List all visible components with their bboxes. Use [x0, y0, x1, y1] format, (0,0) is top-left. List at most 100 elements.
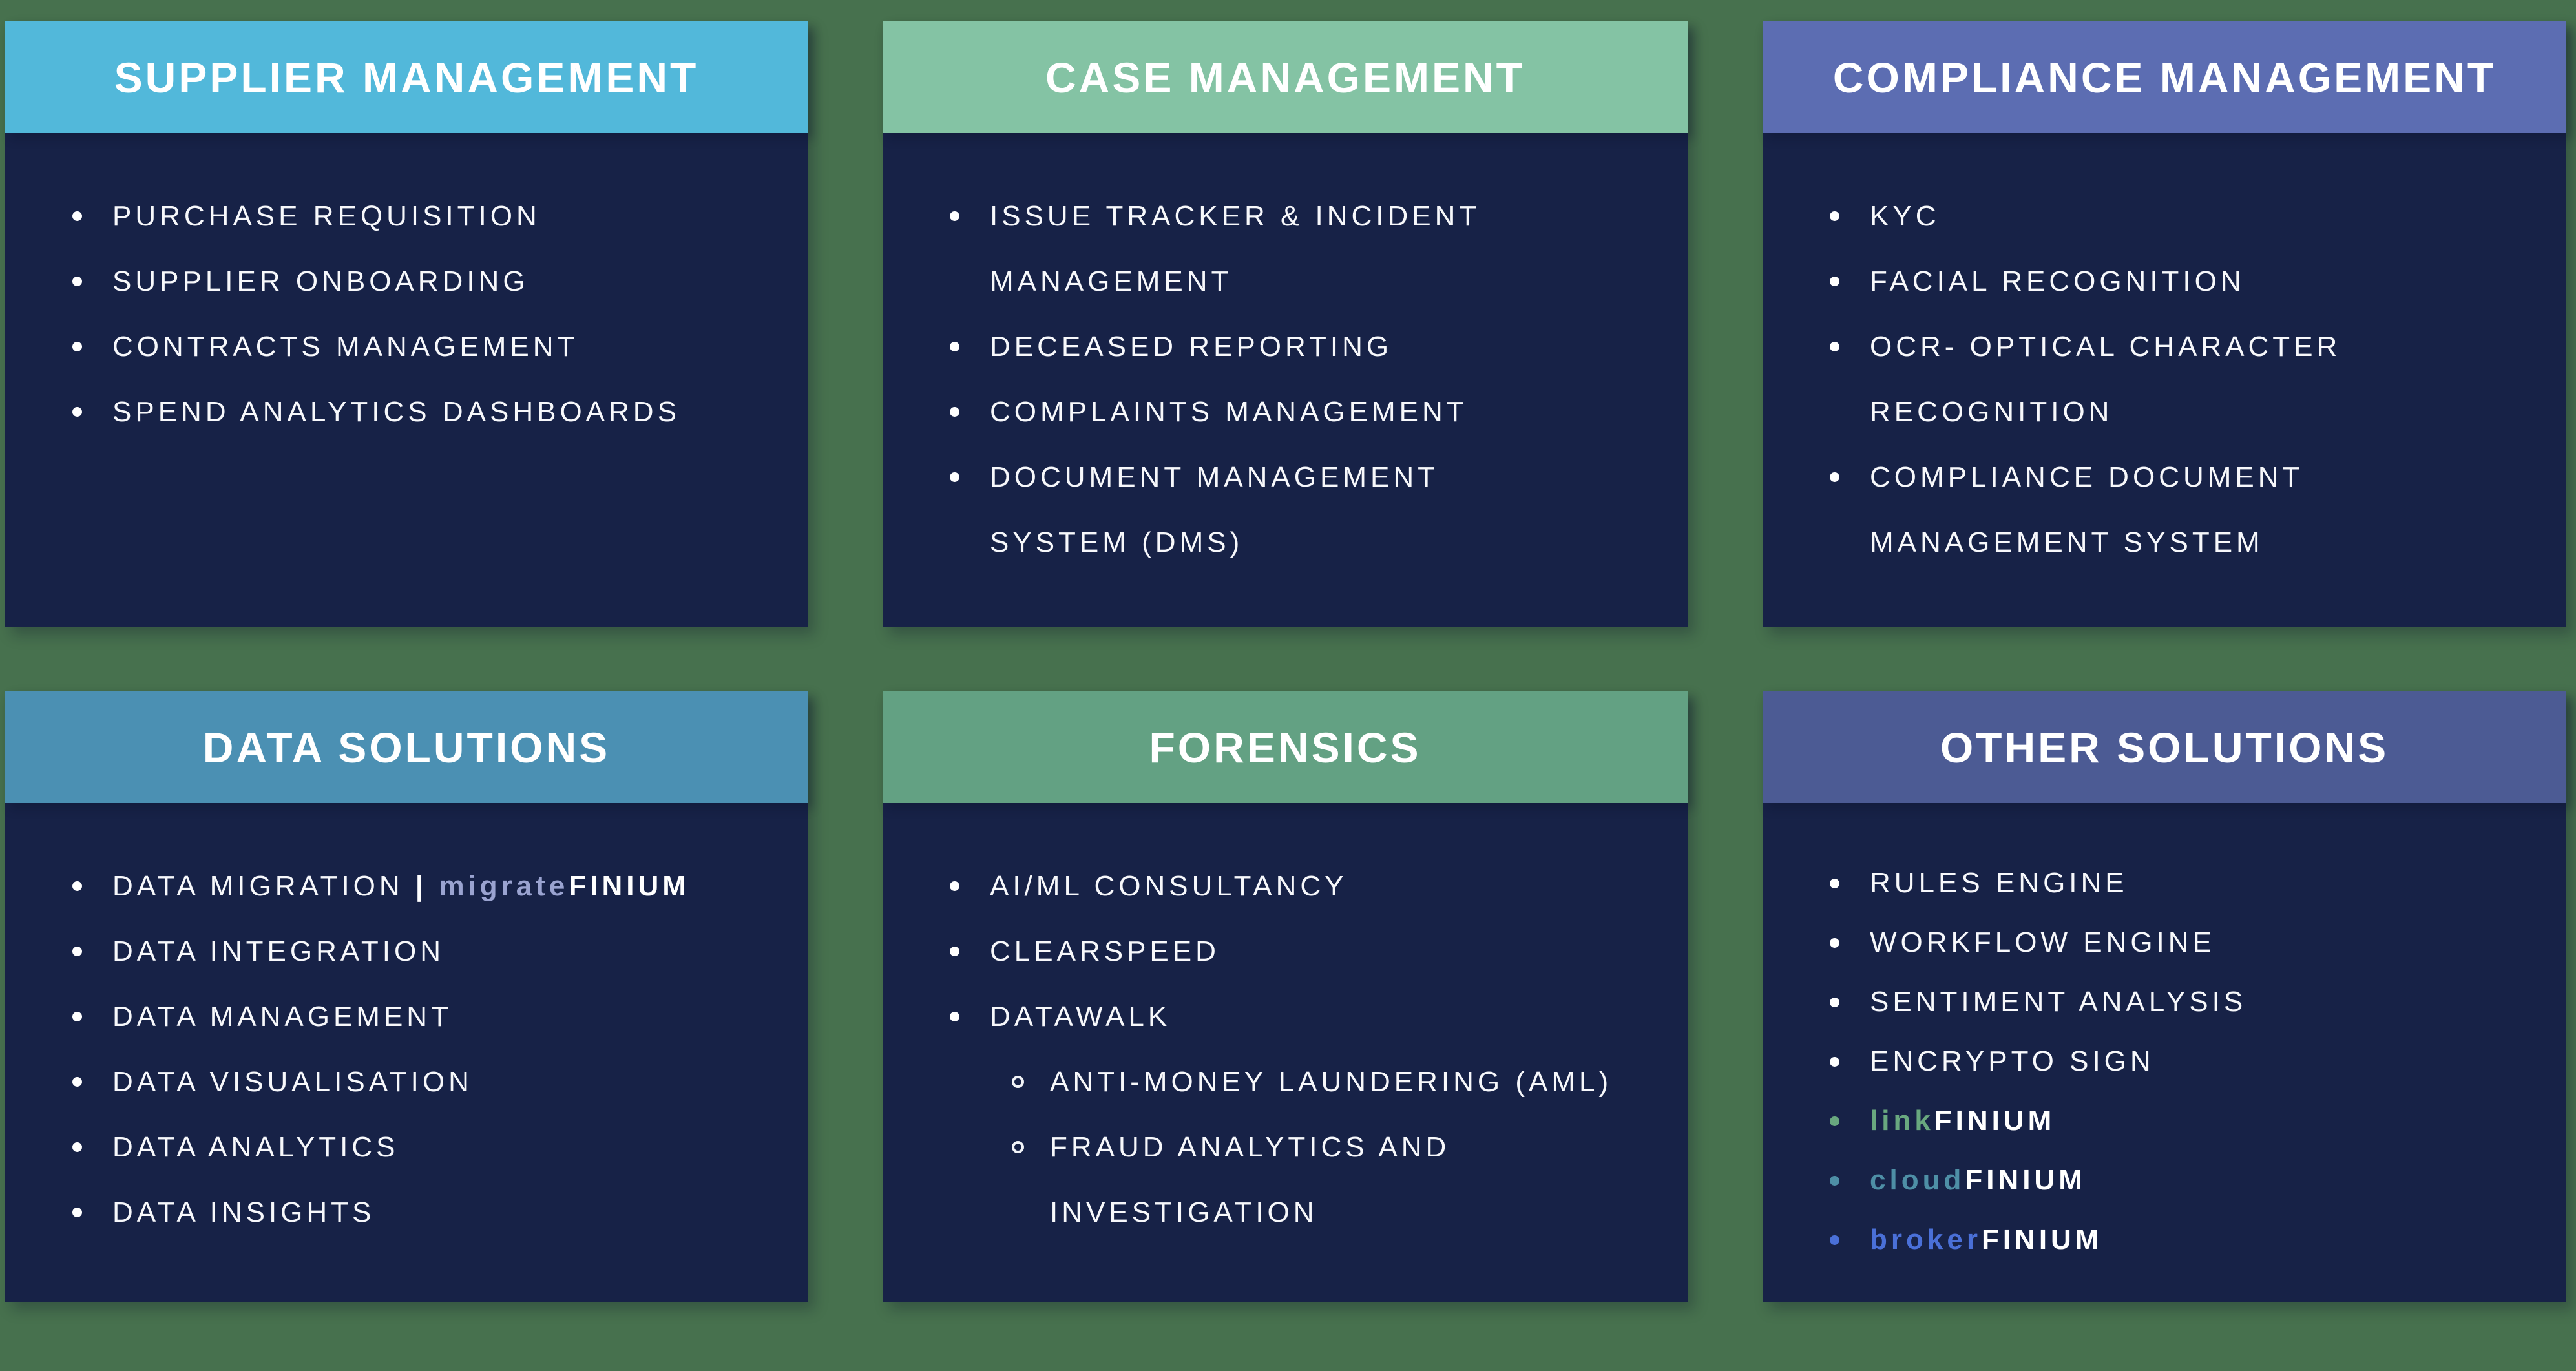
- card-header: CASE MANAGEMENT: [883, 21, 1688, 133]
- card-forensics: FORENSICS AI/ML CONSULTANCY CLEARSPEED DAT…: [883, 691, 1688, 1302]
- card-body: RULES ENGINE WORKFLOW ENGINE SENTIMENT ANA…: [1763, 803, 2566, 1302]
- list-item-text: DECEASED REPORTING: [990, 331, 1393, 362]
- bullet-icon: [72, 407, 82, 417]
- text-segment: FINIUM: [1934, 1105, 2056, 1136]
- bullet-icon: [950, 472, 959, 482]
- bullet-icon: [950, 1012, 959, 1021]
- list-item: DATAWALK: [950, 984, 1664, 1049]
- card-body: PURCHASE REQUISITION SUPPLIER ONBOARDING C…: [5, 133, 808, 627]
- list-item-text: cloudFINIUM: [1870, 1151, 2543, 1210]
- bullet-icon: [72, 1077, 82, 1087]
- list-item-text: ISSUE TRACKER & INCIDENT MANAGEMENT: [990, 200, 1481, 297]
- list-item-text: DATA MANAGEMENT: [112, 1001, 452, 1032]
- list-item: SENTIMENT ANALYSIS: [1830, 972, 2543, 1032]
- list-item: CONTRACTS MANAGEMENT: [72, 314, 784, 379]
- list-item-text: COMPLIANCE DOCUMENT MANAGEMENT SYSTEM: [1870, 461, 2304, 558]
- text-segment: cloud: [1870, 1164, 1965, 1196]
- list-item: WORKFLOW ENGINE: [1830, 913, 2543, 972]
- card-header: SUPPLIER MANAGEMENT: [5, 21, 808, 133]
- card-title: SUPPLIER MANAGEMENT: [114, 53, 699, 101]
- bullet-icon: [950, 407, 959, 417]
- list-item-text: DATA ANALYTICS: [112, 1131, 399, 1163]
- list-item: COMPLAINTS MANAGEMENT: [950, 379, 1664, 445]
- list-item-text: ANTI-MONEY LAUNDERING (AML): [1050, 1066, 1613, 1098]
- text-segment: |: [415, 870, 439, 902]
- sub-list-item: ANTI-MONEY LAUNDERING (AML): [1012, 1049, 1664, 1115]
- item-list: ISSUE TRACKER & INCIDENT MANAGEMENT DECEA…: [950, 183, 1664, 575]
- list-item: PURCHASE REQUISITION: [72, 183, 784, 249]
- list-item: AI/ML CONSULTANCY: [950, 853, 1664, 919]
- text-segment: link: [1870, 1105, 1934, 1136]
- card-body: ISSUE TRACKER & INCIDENT MANAGEMENT DECEA…: [883, 133, 1688, 627]
- bullet-icon: [1830, 937, 1839, 948]
- list-item: RULES ENGINE: [1830, 853, 2543, 913]
- bullet-icon: [72, 211, 82, 221]
- bullet-icon: [1830, 277, 1839, 286]
- sub-bullet-icon: [1012, 1075, 1024, 1088]
- list-item-text: WORKFLOW ENGINE: [1870, 926, 2215, 958]
- bullet-icon: [950, 211, 959, 221]
- sub-list-item: FRAUD ANALYTICS AND INVESTIGATION: [1012, 1115, 1664, 1245]
- list-item-text: DATA INSIGHTS: [112, 1197, 375, 1228]
- item-list: DATA MIGRATION | migrateFINIUM DATA INTEG…: [72, 853, 784, 1245]
- text-segment: FINIUM: [1981, 1224, 2103, 1255]
- bullet-icon: [72, 947, 82, 956]
- list-item-text: CONTRACTS MANAGEMENT: [112, 331, 579, 362]
- card-title: COMPLIANCE MANAGEMENT: [1832, 53, 2497, 101]
- card-header: FORENSICS: [883, 691, 1688, 803]
- list-item-text: AI/ML CONSULTANCY: [990, 870, 1348, 902]
- list-item-text: DOCUMENT MANAGEMENT SYSTEM (DMS): [990, 461, 1439, 558]
- list-item-text: COMPLAINTS MANAGEMENT: [990, 396, 1468, 428]
- card-header: COMPLIANCE MANAGEMENT: [1763, 21, 2566, 133]
- sub-bullet-icon: [1012, 1140, 1024, 1153]
- card-title: CASE MANAGEMENT: [1045, 53, 1525, 101]
- list-item: DATA INTEGRATION: [72, 919, 784, 984]
- text-segment: broker: [1870, 1224, 1982, 1255]
- bullet-icon: [1830, 472, 1839, 482]
- list-item: DOCUMENT MANAGEMENT SYSTEM (DMS): [950, 445, 1664, 575]
- bullet-icon: [72, 277, 82, 286]
- list-item: linkFINIUM: [1830, 1091, 2543, 1151]
- list-item-text: brokerFINIUM: [1870, 1210, 2543, 1270]
- bullet-icon: [1830, 1116, 1839, 1126]
- list-item-text: DATA MIGRATION | migrateFINIUM: [112, 853, 784, 919]
- card-title: FORENSICS: [1149, 723, 1421, 771]
- list-item-text: CLEARSPEED: [990, 936, 1220, 967]
- bullet-icon: [950, 881, 959, 891]
- list-item: brokerFINIUM: [1830, 1210, 2543, 1270]
- list-item-text: linkFINIUM: [1870, 1091, 2543, 1151]
- card-case-management: CASE MANAGEMENT ISSUE TRACKER & INCIDENT…: [883, 21, 1688, 627]
- list-item: DATA VISUALISATION: [72, 1049, 784, 1115]
- bullet-icon: [72, 1012, 82, 1021]
- text-segment: FINIUM: [1965, 1164, 2086, 1196]
- card-data-solutions: DATA SOLUTIONS DATA MIGRATION | migrateF…: [5, 691, 808, 1302]
- list-item-text: KYC: [1870, 200, 1940, 232]
- list-item: KYC: [1830, 183, 2543, 249]
- list-item-text: SUPPLIER ONBOARDING: [112, 266, 529, 297]
- bullet-icon: [950, 342, 959, 351]
- item-list: AI/ML CONSULTANCY CLEARSPEED DATAWALK ANTI-…: [950, 853, 1664, 1245]
- item-list: PURCHASE REQUISITION SUPPLIER ONBOARDING C…: [72, 183, 784, 445]
- list-item-text: DATAWALK: [990, 1001, 1171, 1032]
- card-body: AI/ML CONSULTANCY CLEARSPEED DATAWALK ANTI-…: [883, 803, 1688, 1302]
- list-item-text: RULES ENGINE: [1870, 867, 2128, 899]
- card-supplier-management: SUPPLIER MANAGEMENT PURCHASE REQUISITION…: [5, 21, 808, 627]
- item-list: RULES ENGINE WORKFLOW ENGINE SENTIMENT ANA…: [1830, 853, 2543, 1270]
- list-item: OCR- OPTICAL CHARACTER RECOGNITION: [1830, 314, 2543, 445]
- text-segment: migrate: [439, 870, 569, 902]
- list-item-text: DATA INTEGRATION: [112, 936, 445, 967]
- list-item-text: SPEND ANALYTICS DASHBOARDS: [112, 396, 680, 428]
- list-item-text: PURCHASE REQUISITION: [112, 200, 541, 232]
- bullet-icon: [72, 342, 82, 351]
- list-item: DATA MIGRATION | migrateFINIUM: [72, 853, 784, 919]
- text-segment: DATA MIGRATION: [112, 870, 415, 902]
- bullet-icon: [72, 1142, 82, 1152]
- bullet-icon: [1830, 1056, 1839, 1067]
- bullet-icon: [72, 881, 82, 891]
- list-item: COMPLIANCE DOCUMENT MANAGEMENT SYSTEM: [1830, 445, 2543, 575]
